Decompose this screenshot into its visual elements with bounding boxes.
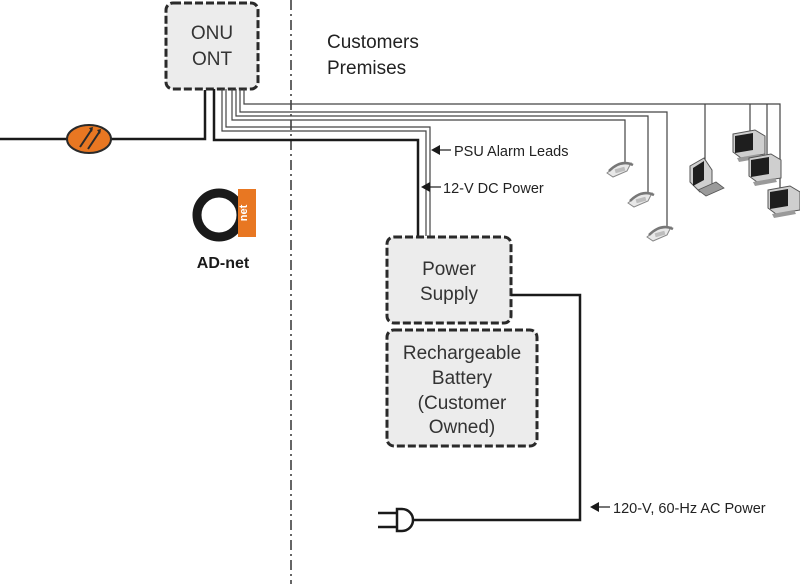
monitor-icon [767, 185, 800, 219]
fiber-line [0, 90, 207, 141]
power-supply-box: Power Supply [385, 235, 513, 325]
ont-label: ONT [192, 49, 233, 70]
psu-alarm-label: PSU Alarm Leads [431, 144, 568, 160]
psu-alarm-text: PSU Alarm Leads [454, 144, 568, 160]
battery-line4: Owned) [429, 417, 496, 438]
supply-label: Supply [420, 284, 479, 305]
logo-name: AD-net [197, 255, 250, 272]
equipment-cables [231, 89, 781, 235]
battery-line2: Battery [432, 368, 493, 389]
onu-label: ONU [191, 23, 233, 44]
ac-power-cord [420, 293, 582, 522]
battery-line1: Rechargeable [403, 343, 521, 364]
region-label-line1: Customers [327, 32, 419, 53]
region-label-line2: Premises [327, 58, 406, 79]
ac-power-text: 120-V, 60-Hz AC Power [613, 501, 766, 517]
battery-line3: (Customer [418, 393, 507, 414]
psu-cables [212, 89, 431, 236]
ac-power-label: 120-V, 60-Hz AC Power [590, 501, 766, 517]
monitor-icon [748, 153, 782, 187]
telephone-icon [605, 161, 635, 179]
telephone-icon [645, 225, 675, 243]
onu-ont-box: ONU ONT [164, 1, 260, 91]
fiber-splice-icon [66, 124, 112, 154]
ad-net-logo: net AD-net [192, 188, 256, 272]
telephone-icon [626, 191, 656, 209]
computer-icon [689, 157, 725, 197]
dc-power-label: 12-V DC Power [421, 181, 544, 197]
dc-power-text: 12-V DC Power [443, 181, 544, 197]
power-plug-icon [378, 507, 420, 533]
power-label: Power [422, 259, 477, 280]
logo-badge-text: net [238, 204, 250, 221]
battery-box: Rechargeable Battery (Customer Owned) [385, 328, 539, 448]
